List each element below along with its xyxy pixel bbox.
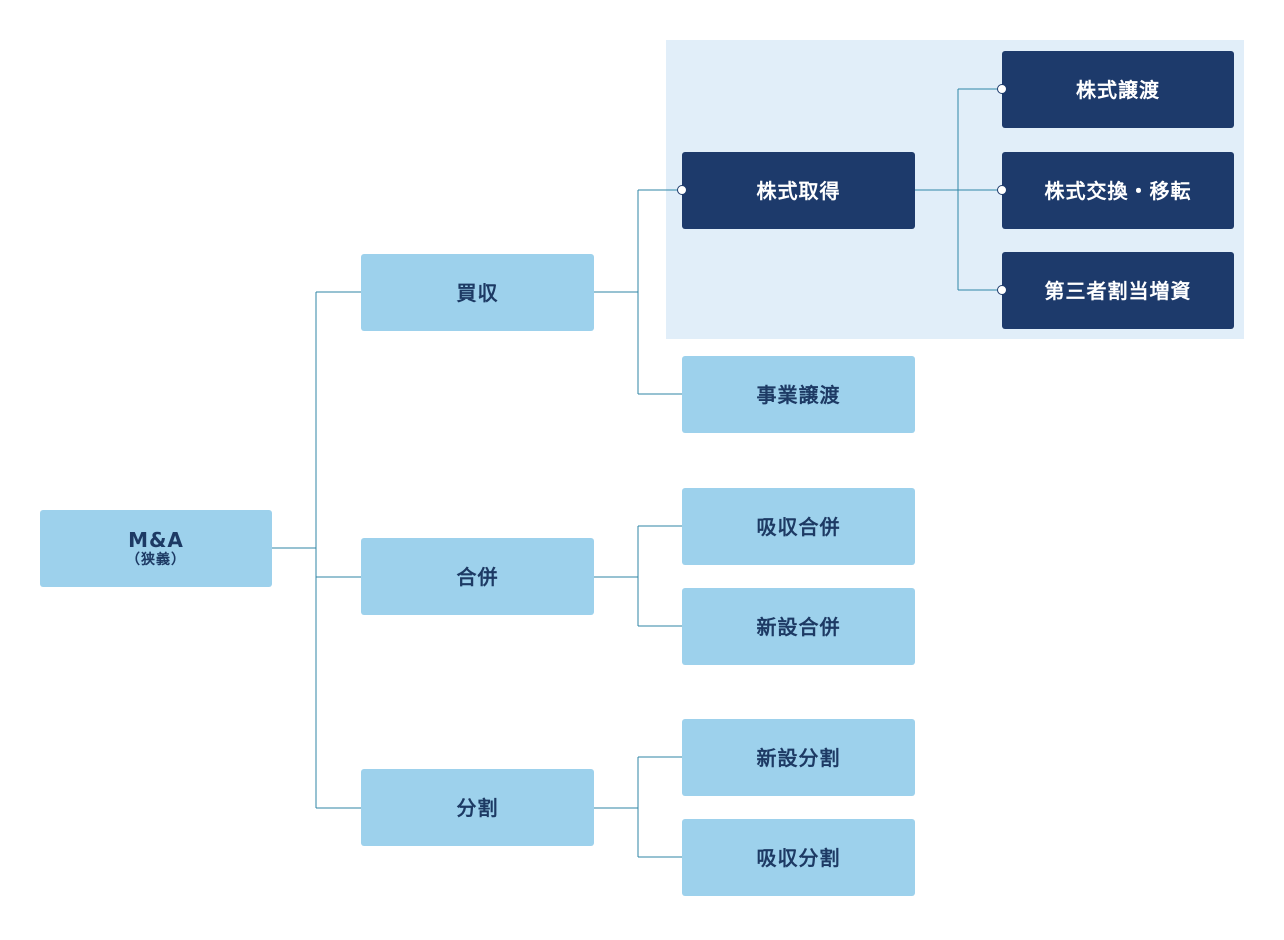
node-consolidation-merger: 新設合併 <box>682 588 915 665</box>
node-label: 株式交換・移転 <box>1044 178 1192 203</box>
node-label: 事業譲渡 <box>756 382 841 407</box>
node-label: 第三者割当増資 <box>1044 278 1192 303</box>
node-absorption-split: 吸収分割 <box>682 819 915 896</box>
node-share-exchange-transfer: 株式交換・移転 <box>1002 152 1234 229</box>
node-label: 新設分割 <box>756 745 841 770</box>
node-label: 吸収分割 <box>756 845 841 870</box>
node-incorporation-split: 新設分割 <box>682 719 915 796</box>
node-acquisition: 買収 <box>361 254 594 331</box>
node-merger: 合併 <box>361 538 594 615</box>
root-sublabel: （狭義） <box>126 552 186 569</box>
node-split: 分割 <box>361 769 594 846</box>
root-label: M&A <box>128 528 184 553</box>
node-label: 買収 <box>456 280 499 305</box>
node-label: 株式譲渡 <box>1076 77 1160 102</box>
node-absorption-merger: 吸収合併 <box>682 488 915 565</box>
root-node-ma: M&A （狭義） <box>40 510 272 587</box>
node-label: 合併 <box>456 564 499 589</box>
node-label: 株式取得 <box>756 178 841 203</box>
node-label: 新設合併 <box>756 614 841 639</box>
node-label: 吸収合併 <box>756 514 841 539</box>
node-share-transfer: 株式譲渡 <box>1002 51 1234 128</box>
node-label: 分割 <box>456 795 499 820</box>
node-business-transfer: 事業譲渡 <box>682 356 915 433</box>
connector-dot <box>997 185 1007 195</box>
node-third-party-allotment: 第三者割当増資 <box>1002 252 1234 329</box>
connector-dot <box>997 84 1007 94</box>
connector-dot <box>677 185 687 195</box>
node-share-acquisition: 株式取得 <box>682 152 915 229</box>
connector-dot <box>997 285 1007 295</box>
